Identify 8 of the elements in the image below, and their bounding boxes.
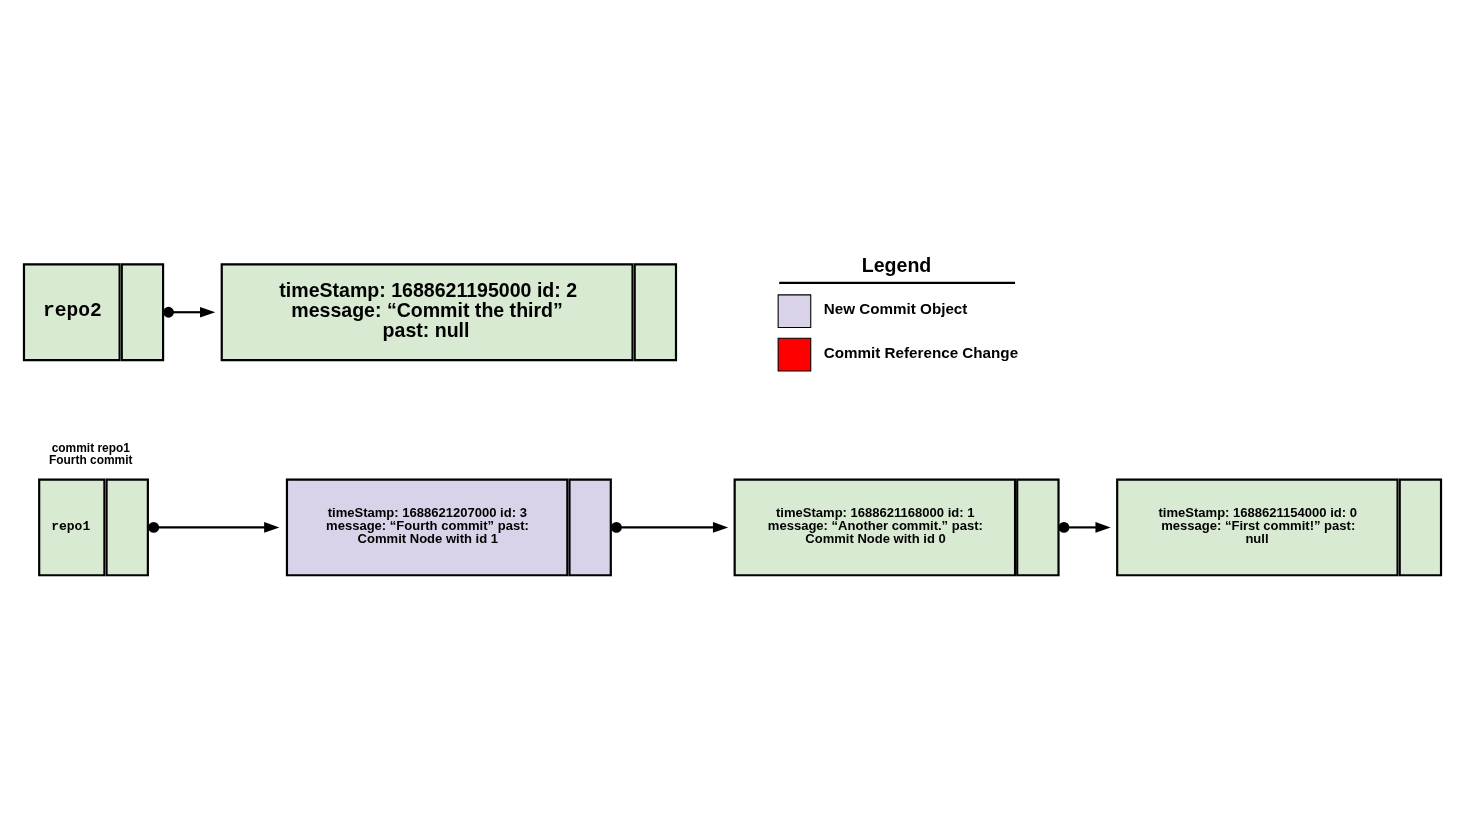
label: Legend (861, 254, 932, 277)
arrow (163, 306, 216, 318)
node-label: commit repo1 Fourth commit (48, 441, 133, 468)
legend-label: New Commit Object (823, 300, 968, 318)
arrow (1058, 521, 1111, 533)
legend-label: Commit Reference Change (823, 343, 1019, 361)
arrow (148, 521, 280, 533)
arrow (610, 521, 729, 533)
